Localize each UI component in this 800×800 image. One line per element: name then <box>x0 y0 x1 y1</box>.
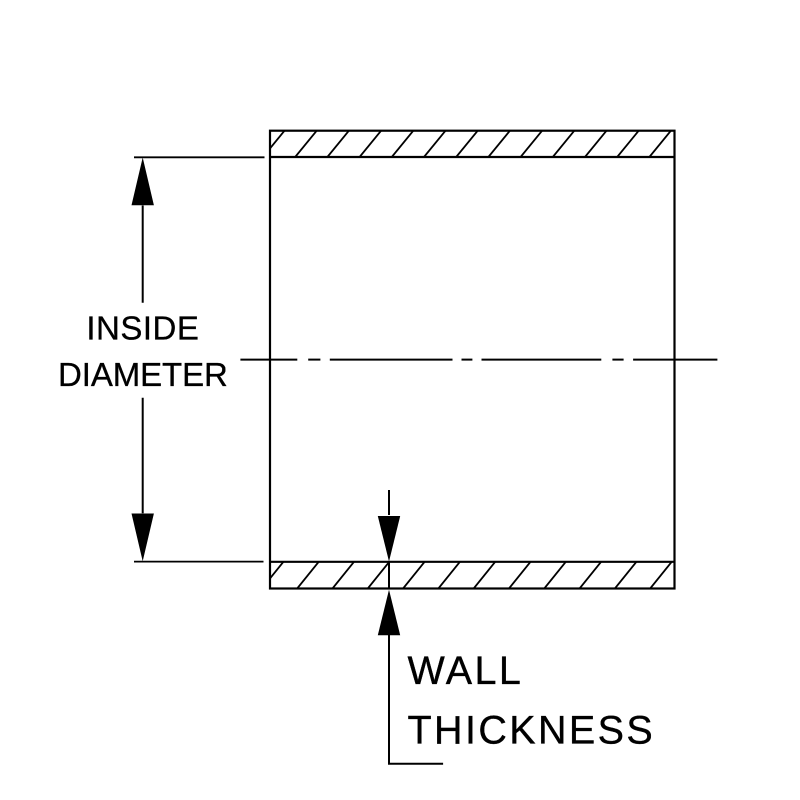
svg-text:DIAMETER: DIAMETER <box>58 356 228 393</box>
svg-text:THICKNESS: THICKNESS <box>408 709 656 753</box>
svg-text:INSIDE: INSIDE <box>86 309 199 346</box>
svg-text:WALL: WALL <box>408 649 524 693</box>
